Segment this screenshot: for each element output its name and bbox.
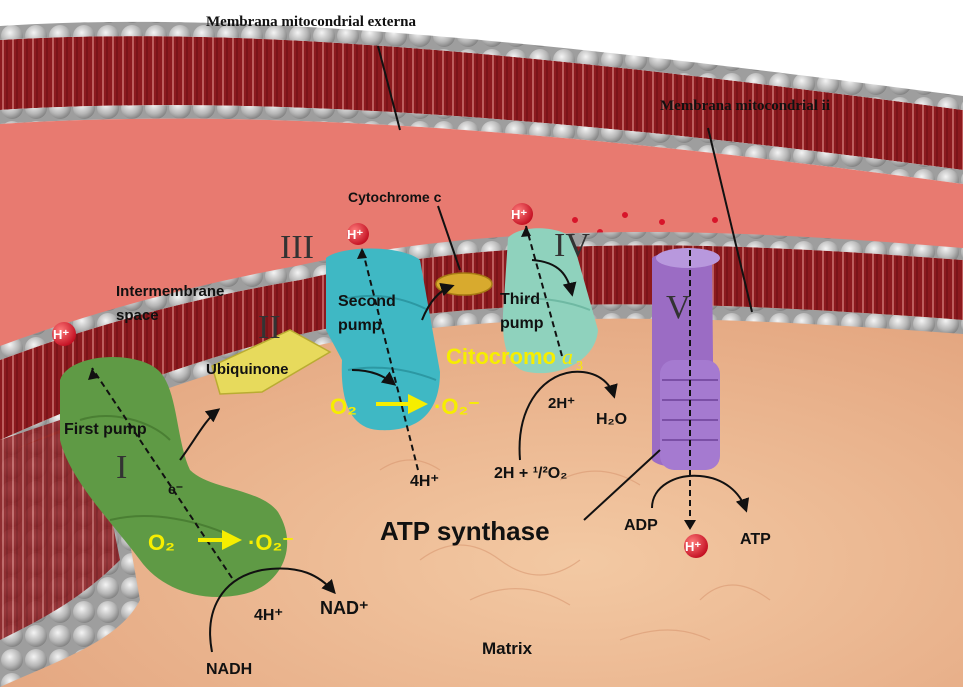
complex-iii-numeral: III bbox=[280, 229, 314, 266]
first-pump-label: First pump bbox=[64, 421, 147, 438]
citocromo-subscript: 3 bbox=[576, 359, 583, 374]
electron-label: e⁻ bbox=[168, 481, 183, 497]
cytochrome-c-protein bbox=[436, 273, 492, 295]
two-h-plus-label: 2H⁺ bbox=[548, 395, 575, 412]
adp-label: ADP bbox=[624, 517, 658, 534]
oxygen-input-label: 2H + ¹/²O₂ bbox=[494, 465, 567, 482]
third-pump-label-2: pump bbox=[500, 315, 544, 332]
four-h-complex3-label: 4H⁺ bbox=[410, 473, 439, 490]
atp-label: ATP bbox=[740, 531, 771, 548]
h-ion-label-4: H⁺ bbox=[685, 539, 701, 554]
citocromo-label: Citocromo bbox=[446, 344, 556, 369]
intermembrane-label-2: space bbox=[116, 307, 159, 324]
ubiquinone-label: Ubiquinone bbox=[206, 361, 289, 378]
cytochrome-c-label: Cytochrome c bbox=[348, 189, 442, 205]
nadh-label: NADH bbox=[206, 661, 252, 678]
complex-iv-numeral: IV bbox=[554, 227, 590, 264]
atp-synthase-label: ATP synthase bbox=[380, 516, 550, 546]
second-pump-label-1: Second bbox=[338, 293, 396, 310]
h-ion-label-1: H⁺ bbox=[53, 327, 69, 342]
inner-membrane-label: Membrana mitocondrial ii bbox=[660, 98, 830, 114]
matrix-label: Matrix bbox=[482, 639, 533, 658]
superoxide-label-complex1: ·O₂⁻ bbox=[248, 530, 294, 555]
o2-label-complex3: O₂ bbox=[330, 394, 357, 419]
complex-i-numeral: I bbox=[116, 449, 127, 486]
outer-membrane-label: Membrana mitocondrial externa bbox=[206, 14, 416, 30]
o2-label-complex1: O₂ bbox=[148, 530, 175, 555]
second-pump-label-2: pump bbox=[338, 317, 382, 334]
h-ion-label-2: H⁺ bbox=[347, 227, 363, 242]
third-pump-label-1: Third bbox=[500, 291, 540, 308]
superoxide-label-complex3: ·O₂⁻ bbox=[434, 394, 480, 419]
complex-ii-numeral: II bbox=[258, 309, 281, 346]
h-ion-label-3: H⁺ bbox=[511, 207, 527, 222]
complex-v-atp-synthase bbox=[652, 248, 720, 470]
nad-plus-label: NAD⁺ bbox=[320, 598, 369, 618]
intermembrane-label-1: Intermembrane bbox=[116, 283, 224, 300]
complex-v-numeral: V bbox=[666, 289, 691, 326]
citocromo-suffix: a bbox=[562, 344, 573, 369]
water-label: H₂O bbox=[596, 411, 627, 428]
four-h-complex1-label: 4H⁺ bbox=[254, 607, 283, 624]
